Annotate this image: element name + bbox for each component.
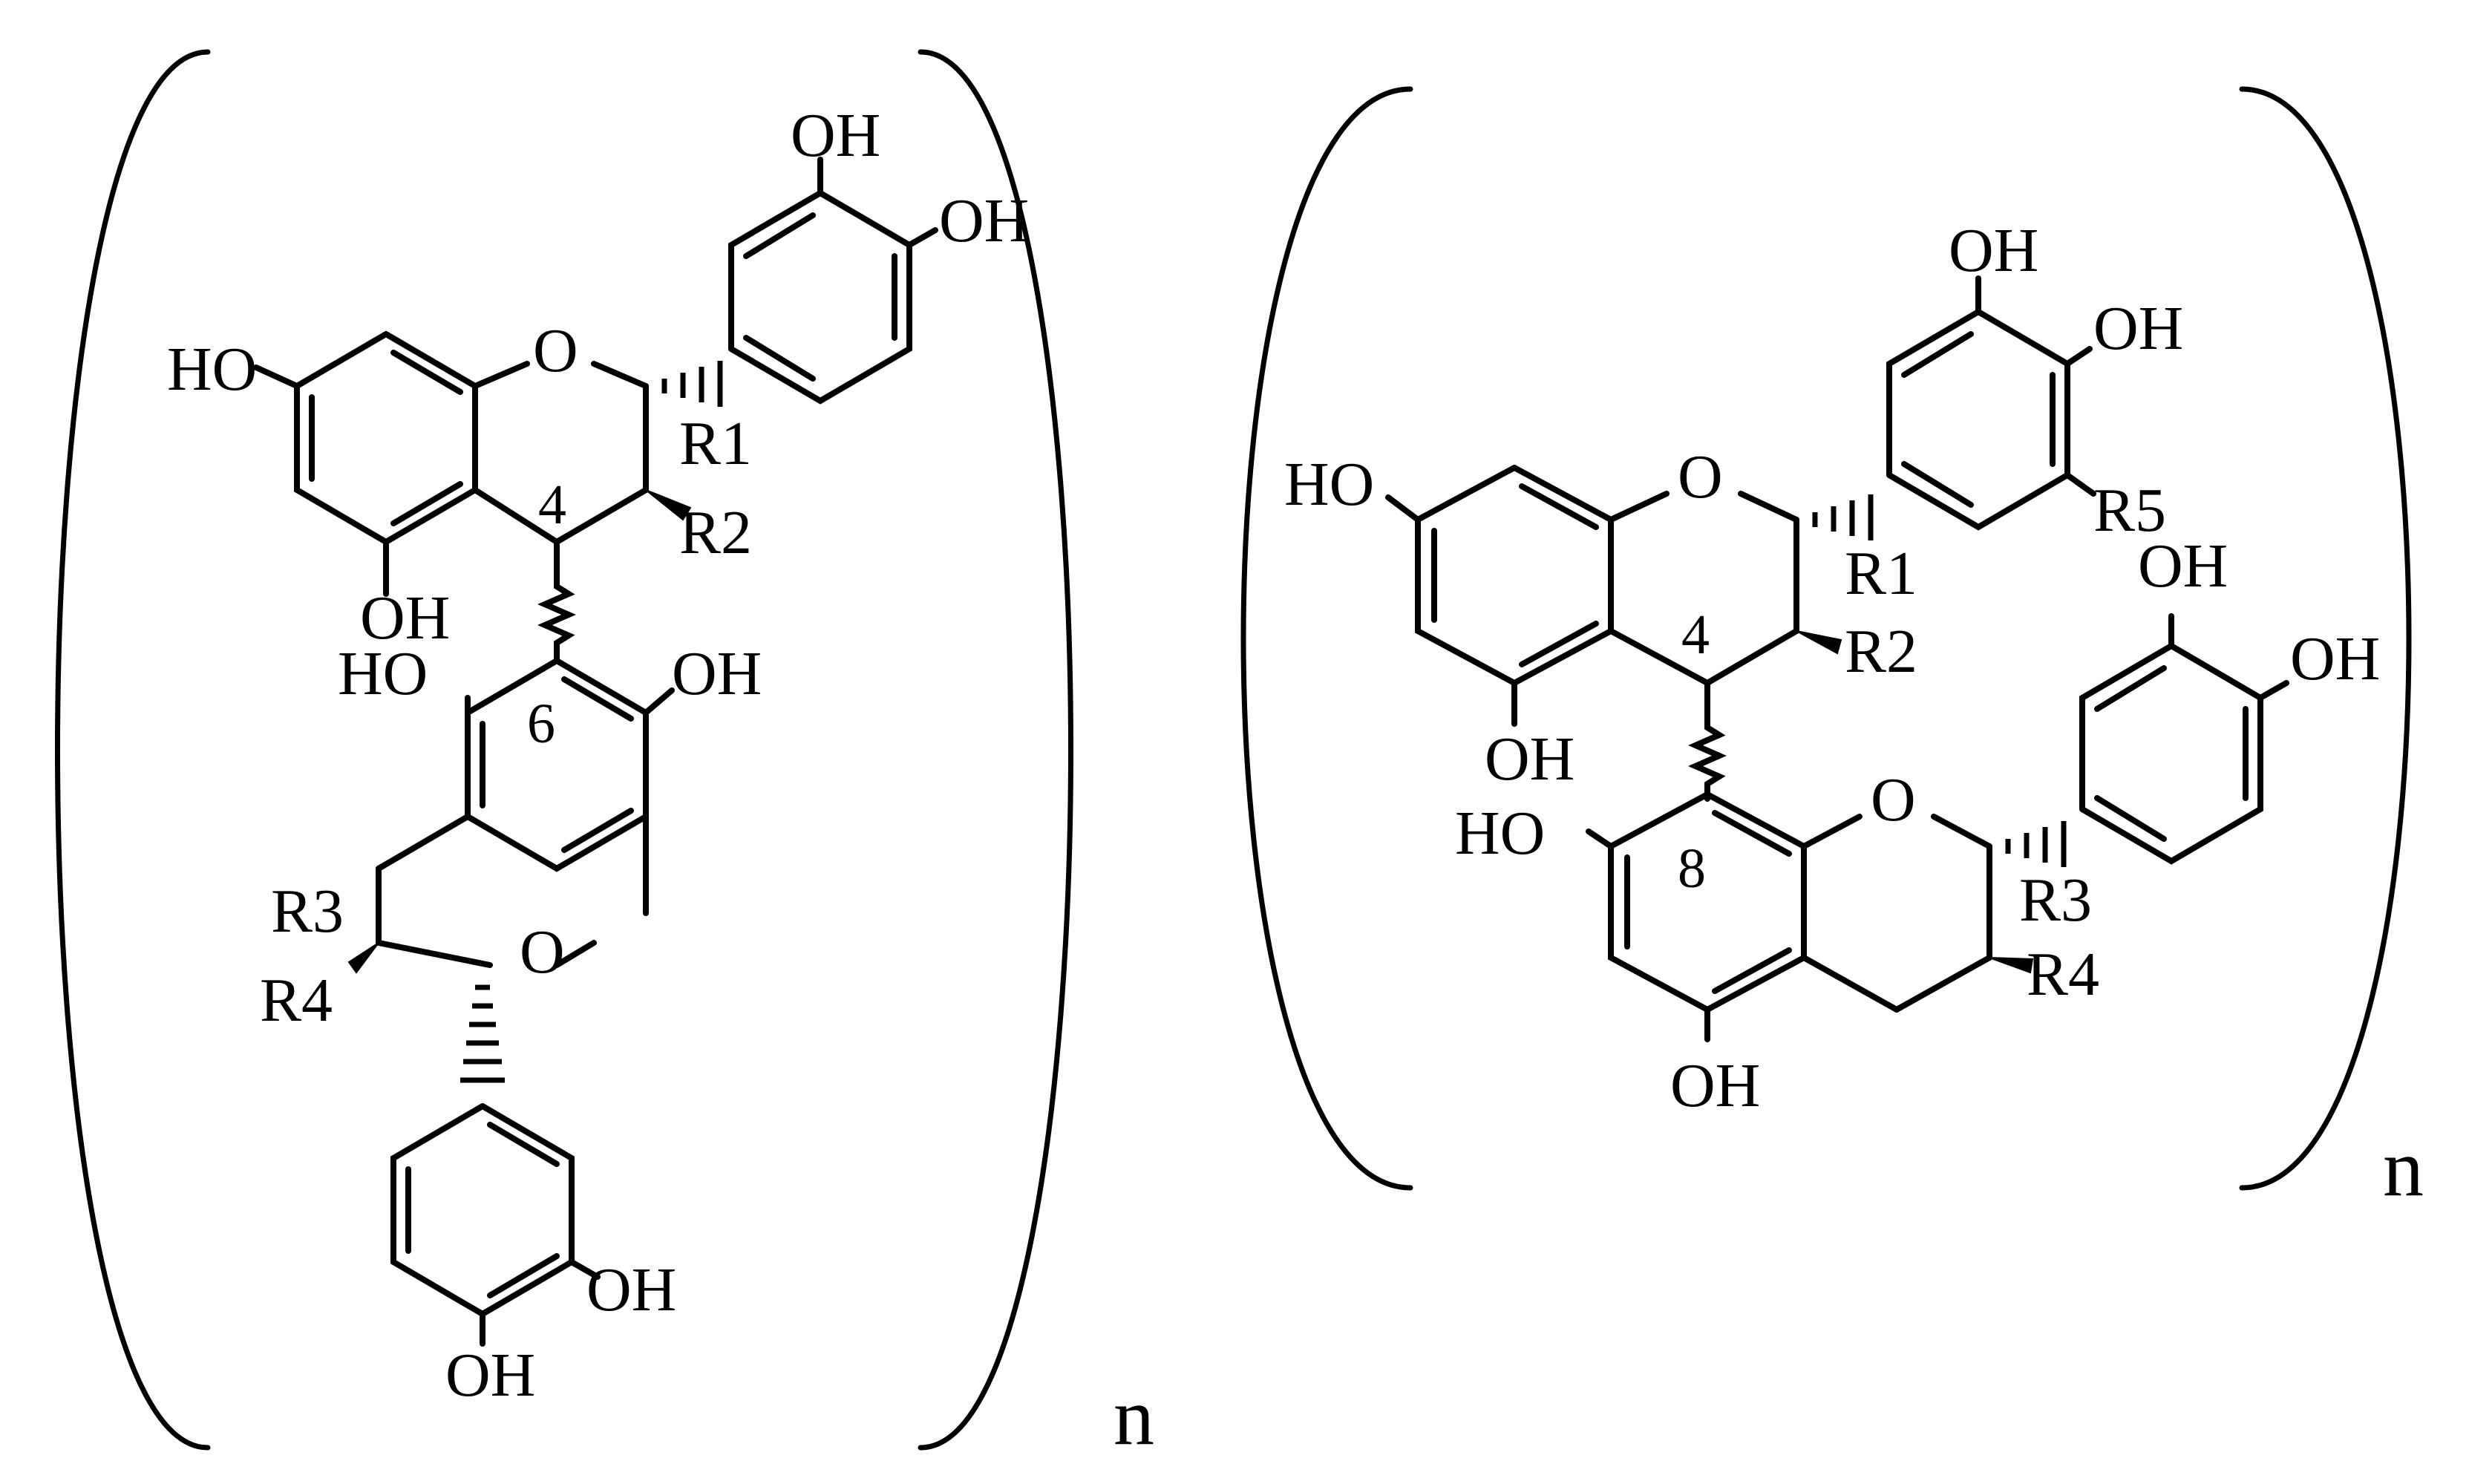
left-ho-a7: HO xyxy=(167,335,257,404)
left-ring-a xyxy=(253,331,478,597)
left-oh-e4: OH xyxy=(445,1341,535,1410)
left-ring-b xyxy=(728,157,938,405)
right-wedge-c3-lower xyxy=(1989,957,2034,974)
right-repeat-n: n xyxy=(2383,1122,2424,1213)
left-repeat-n: n xyxy=(1113,1371,1154,1462)
left-ring-f xyxy=(347,814,649,1083)
right-wedge-c3 xyxy=(1796,630,1842,655)
right-r2: R2 xyxy=(1845,617,1917,686)
right-oh-e4: OH xyxy=(2290,624,2380,693)
left-hash-c2 xyxy=(661,361,723,407)
left-oh-top-1: OH xyxy=(791,101,880,170)
left-wavy-bond xyxy=(537,539,576,661)
right-ring-e xyxy=(2079,613,2289,865)
left-wedge-c3 xyxy=(645,489,692,521)
right-wavy-bond xyxy=(1688,680,1727,802)
left-open-bracket xyxy=(55,49,211,1451)
left-position-4: 4 xyxy=(538,474,566,536)
left-hash-c2-lower xyxy=(460,984,505,1083)
right-oh-b4: OH xyxy=(2093,294,2183,363)
right-position-4: 4 xyxy=(1681,604,1710,666)
right-r5: R5 xyxy=(2093,476,2166,545)
left-oh-d7: OH xyxy=(672,639,762,708)
right-hash-c2-lower xyxy=(2005,821,2067,867)
left-oh-a5: OH xyxy=(360,584,450,653)
right-ho-d7: HO xyxy=(1455,799,1545,868)
left-position-6: 6 xyxy=(527,693,555,755)
left-r1: R1 xyxy=(679,409,752,478)
right-r3: R3 xyxy=(2019,866,2092,935)
left-wedge-c3-lower xyxy=(347,942,379,974)
right-open-bracket xyxy=(1240,86,1413,1191)
right-close-bracket xyxy=(2239,86,2412,1191)
left-oxygen-c: O xyxy=(533,316,578,385)
right-r4: R4 xyxy=(2027,940,2099,1009)
left-ring-c xyxy=(472,361,723,661)
right-structure: n xyxy=(1240,86,2424,1213)
right-hash-c2 xyxy=(1812,494,1874,540)
right-ring-c xyxy=(1608,491,1874,802)
right-oxygen-f: O xyxy=(1871,765,1916,834)
left-ring-e xyxy=(390,1103,601,1347)
right-ring-f xyxy=(1801,814,2067,1013)
left-close-bracket xyxy=(918,49,1073,1451)
left-r2: R2 xyxy=(679,498,752,567)
right-ring-b xyxy=(1886,275,2096,531)
right-oxygen-c: O xyxy=(1678,442,1723,511)
right-oh-a5: OH xyxy=(1485,725,1574,794)
right-ho-a7: HO xyxy=(1284,450,1374,519)
left-oxygen-f: O xyxy=(520,918,565,987)
left-r4: R4 xyxy=(260,966,333,1035)
left-oh-e3: OH xyxy=(586,1255,676,1324)
right-ring-a xyxy=(1385,465,1614,727)
right-oh-e3: OH xyxy=(2138,532,2228,601)
left-ring-d xyxy=(465,658,675,872)
right-ring-d xyxy=(1586,791,1807,1042)
left-structure: n xyxy=(55,49,1154,1462)
left-ho-d5: HO xyxy=(338,639,428,708)
right-position-8: 8 xyxy=(1678,837,1706,900)
right-oh-b3: OH xyxy=(1949,216,2038,285)
left-r3: R3 xyxy=(271,877,344,946)
right-oh-d5: OH xyxy=(1670,1051,1760,1120)
left-oh-top-2: OH xyxy=(939,186,1029,255)
right-r1: R1 xyxy=(1845,539,1917,608)
